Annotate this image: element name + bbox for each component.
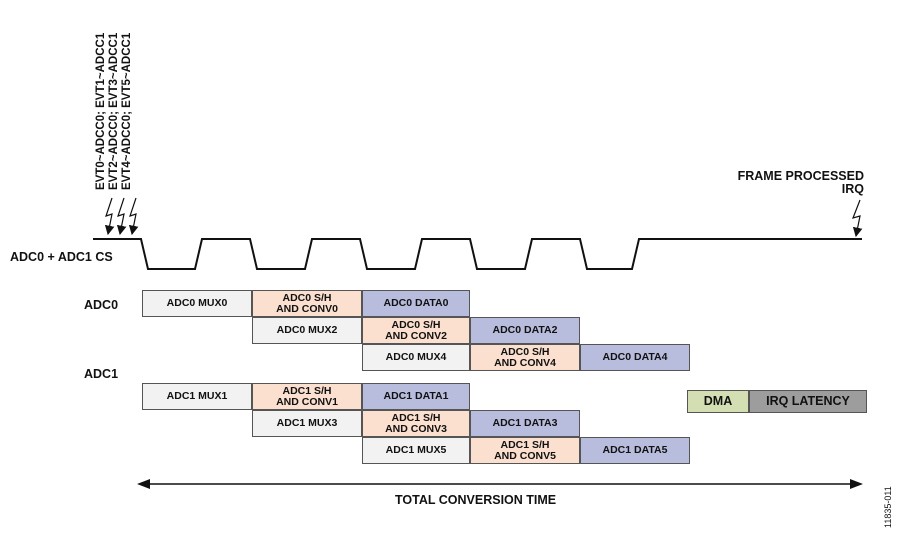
adc0-label: ADC0 xyxy=(84,298,119,312)
adc1-sh-conv1: ADC1 S/H AND CONV1 xyxy=(252,383,362,410)
adc1-mux1: ADC1 MUX1 xyxy=(142,383,252,410)
irq-label: IRQ xyxy=(841,182,864,196)
adc0-data2: ADC0 DATA2 xyxy=(470,317,580,344)
adc1-data5: ADC1 DATA5 xyxy=(580,437,690,464)
adc0-data4: ADC0 DATA4 xyxy=(580,344,690,371)
cs-waveform xyxy=(93,238,862,270)
adc1-data1: ADC1 DATA1 xyxy=(362,383,470,410)
adc0-sh-conv0: ADC0 S/H AND CONV0 xyxy=(252,290,362,317)
adc0-mux0: ADC0 MUX0 xyxy=(142,290,252,317)
cs-label: ADC0 + ADC1 CS xyxy=(10,250,113,264)
adc1-mux3: ADC1 MUX3 xyxy=(252,410,362,437)
event-trigger-icons xyxy=(104,197,139,236)
figure-id: 11835-011 xyxy=(883,486,893,528)
adc0-mux2: ADC0 MUX2 xyxy=(252,317,362,344)
adc1-label: ADC1 xyxy=(84,367,119,381)
adc1-data3: ADC1 DATA3 xyxy=(470,410,580,437)
frame-processed-label: FRAME PROCESSED xyxy=(737,169,864,183)
total-conversion-time-label: TOTAL CONVERSION TIME xyxy=(395,493,557,507)
adc1-sh-conv3: ADC1 S/H AND CONV3 xyxy=(362,410,470,437)
adc1-mux5: ADC1 MUX5 xyxy=(362,437,470,464)
dma-box: DMA xyxy=(687,390,749,413)
irq-lightning-icon xyxy=(852,199,863,238)
irq-latency-box: IRQ LATENCY xyxy=(749,390,867,413)
adc0-sh-conv4: ADC0 S/H AND CONV4 xyxy=(470,344,580,371)
adc1-sh-conv5: ADC1 S/H AND CONV5 xyxy=(470,437,580,464)
adc0-data0: ADC0 DATA0 xyxy=(362,290,470,317)
adc0-mux4: ADC0 MUX4 xyxy=(362,344,470,371)
adc0-sh-conv2: ADC0 S/H AND CONV2 xyxy=(362,317,470,344)
